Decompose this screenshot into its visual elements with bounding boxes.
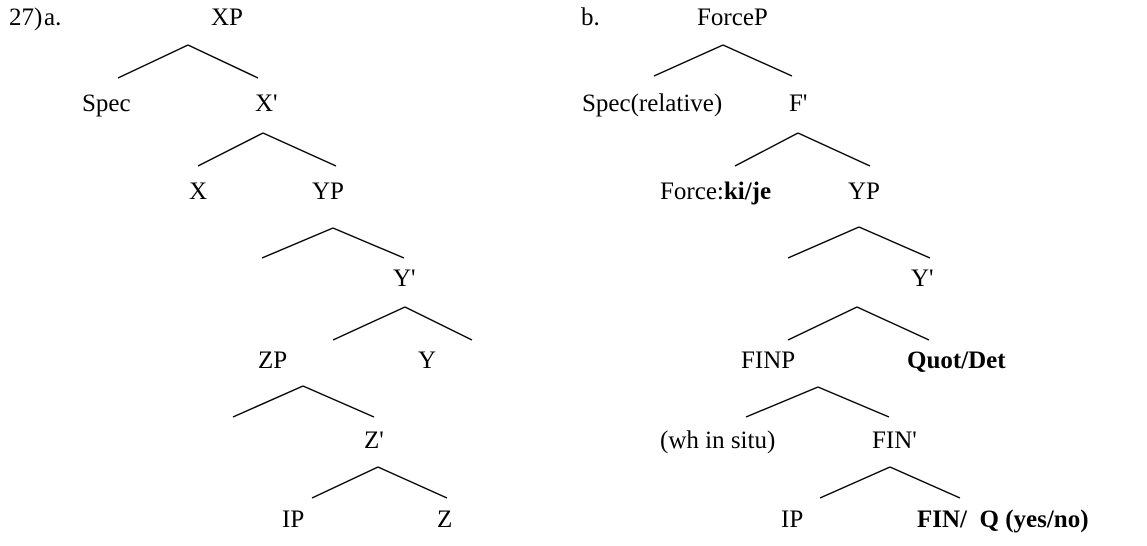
node-ip: IP [282,506,305,533]
branch-forcep-spec [653,44,724,77]
node-forcep: ForceP [697,4,768,31]
node-xp: XP [211,4,243,31]
branch-xbar-x [197,132,264,167]
branch-finbar-fin [889,466,961,499]
node-fin-q: FIN/ Q (yes/no) [917,506,1089,533]
example-number: 27) [9,4,43,31]
branch-xp-xbar [187,44,259,79]
branch-xp-spec [117,44,189,79]
tree-a-letter: a. [44,4,62,31]
node-zp: ZP [258,347,288,374]
node-yp-b: YP [848,178,880,205]
branch-zp-zbar [302,385,375,418]
branch-xbar-yp [262,132,337,167]
node-wh-in-situ: (wh in situ) [660,427,776,454]
branch-finp-wh [745,386,819,418]
branch-forcep-fbar [722,44,793,77]
node-x: X [189,178,208,205]
tree-b-letter: b. [581,4,600,31]
branch-ybar-quot [856,306,930,341]
branch-ybar-finp [787,306,858,341]
node-force: Force:ki/je [660,177,771,207]
node-x-bar: X' [255,90,278,117]
branch-fbar-yp [797,132,871,167]
branch-yp-ybar-b [858,226,931,259]
branch-ybar-y [404,306,473,341]
node-finp: FINP [741,347,796,374]
node-ip-b: IP [781,506,804,533]
node-z-bar: Z' [364,427,384,454]
branch-yp-spec [261,227,334,259]
node-y: Y [418,347,437,374]
branch-ybar-zp [332,306,406,341]
node-spec: Spec [82,90,131,117]
node-quot-det: Quot/Det [907,347,1006,374]
branch-zbar-ip [311,466,379,499]
branch-yp-spec-b [787,226,860,259]
node-f-bar: F' [789,90,808,117]
branch-finbar-ip [819,466,891,499]
branch-finp-finbar [817,386,890,418]
branch-zp-spec [232,385,304,418]
node-fin-bar: FIN' [872,427,917,454]
branch-yp-ybar [332,227,405,259]
force-value: ki/je [723,178,772,205]
branch-fbar-force [734,132,799,167]
node-y-bar-b: Y' [911,265,934,292]
node-yp: YP [312,178,344,205]
node-z: Z [437,506,453,533]
node-y-bar: Y' [393,265,416,292]
branch-zbar-z [377,466,448,499]
force-prefix: Force: [660,178,724,205]
node-spec-relative: Spec(relative) [582,90,723,117]
